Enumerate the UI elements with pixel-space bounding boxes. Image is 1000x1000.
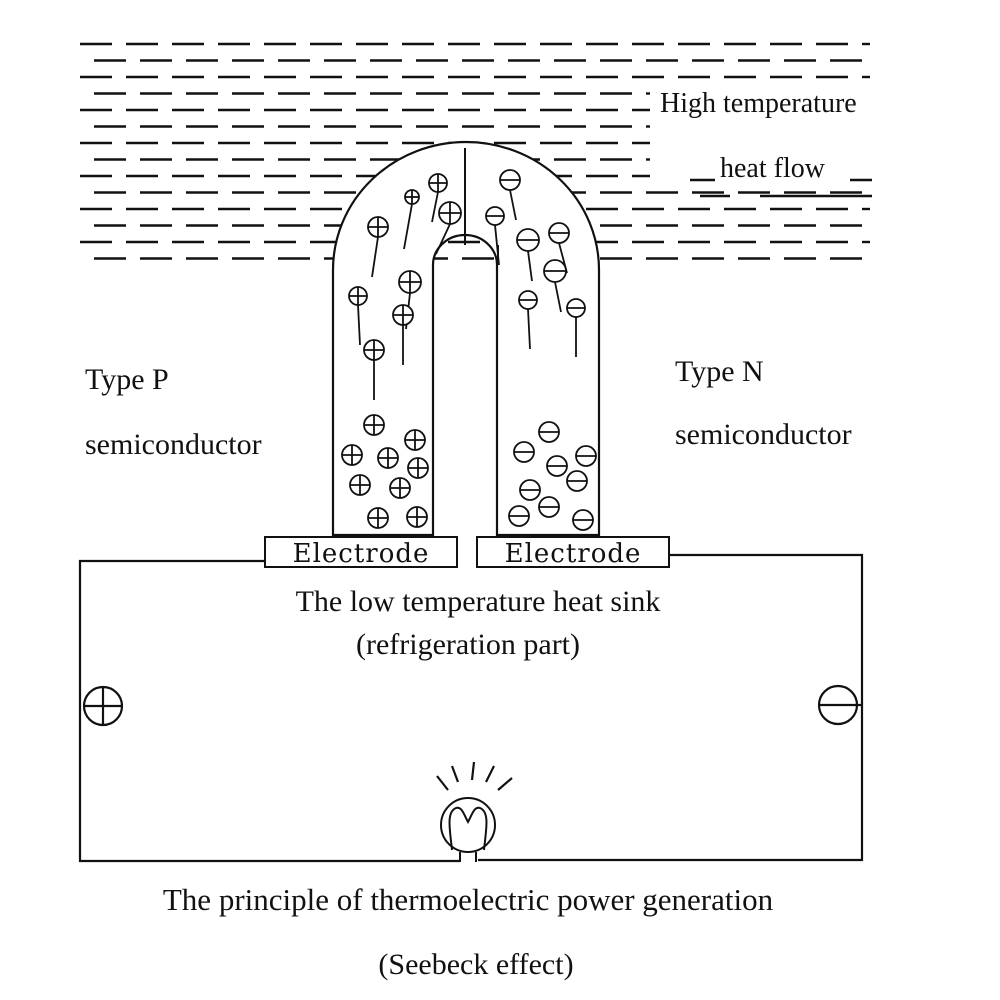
plus-circle-icon xyxy=(363,414,385,436)
p-type-carriers xyxy=(341,173,462,529)
plus-circle-icon xyxy=(367,507,389,529)
minus-terminal-icon xyxy=(817,684,861,726)
light-rays xyxy=(436,761,513,791)
plus-circle-icon xyxy=(348,286,368,346)
plus-circle-icon xyxy=(392,304,414,365)
minus-circle-icon xyxy=(538,421,560,443)
minus-circle-icon xyxy=(575,445,597,467)
plus-circle-icon xyxy=(407,457,429,479)
external-circuit-wire xyxy=(78,553,864,863)
plus-circle-icon xyxy=(435,201,462,255)
plus-circle-icon xyxy=(406,506,428,528)
minus-circle-icon xyxy=(546,455,568,477)
n-type-carriers xyxy=(485,169,597,531)
plus-circle-icon xyxy=(341,444,363,466)
minus-circle-icon xyxy=(508,505,530,527)
caption-title: The principle of thermoelectric power ge… xyxy=(162,882,774,917)
minus-circle-icon xyxy=(485,206,505,266)
heat-sink-label-line1: The low temperature heat sink xyxy=(295,585,661,618)
electrode-right: Electrode xyxy=(476,536,670,569)
minus-circle-icon xyxy=(572,509,594,531)
minus-circle-icon xyxy=(518,290,538,350)
plus-circle-icon xyxy=(349,474,371,496)
minus-circle-icon xyxy=(543,259,567,313)
minus-circle-icon xyxy=(566,298,586,357)
plus-terminal-icon xyxy=(82,685,124,727)
minus-circle-icon xyxy=(538,496,560,518)
plus-circle-icon xyxy=(403,189,420,250)
minus-circle-icon xyxy=(513,441,535,463)
light-bulb-icon xyxy=(440,797,496,862)
n-type-label-line1: Type N xyxy=(675,355,764,388)
electrode-left-label: Electrode xyxy=(293,539,430,569)
p-type-label-line1: Type P xyxy=(85,363,169,396)
caption-subtitle: (Seebeck effect) xyxy=(378,948,574,981)
plus-circle-icon xyxy=(428,173,448,223)
plus-circle-icon xyxy=(377,447,399,469)
heat-flow-label-line1: High temperature xyxy=(660,88,857,119)
plus-circle-icon xyxy=(367,216,389,278)
plus-circle-icon xyxy=(363,339,385,400)
minus-circle-icon xyxy=(516,228,540,282)
minus-circle-icon xyxy=(499,169,521,221)
n-type-label-line2: semiconductor xyxy=(675,418,852,451)
minus-circle-icon xyxy=(566,470,588,492)
heat-flow-label-line2: heat flow xyxy=(720,153,825,184)
heat-sink-label-line2: (refrigeration part) xyxy=(355,628,581,661)
plus-circle-icon xyxy=(389,477,411,499)
p-type-label-line2: semiconductor xyxy=(85,428,262,461)
minus-circle-icon xyxy=(519,479,541,501)
electrode-left: Electrode xyxy=(264,536,458,569)
electrode-right-label: Electrode xyxy=(505,539,642,569)
plus-circle-icon xyxy=(404,429,426,451)
